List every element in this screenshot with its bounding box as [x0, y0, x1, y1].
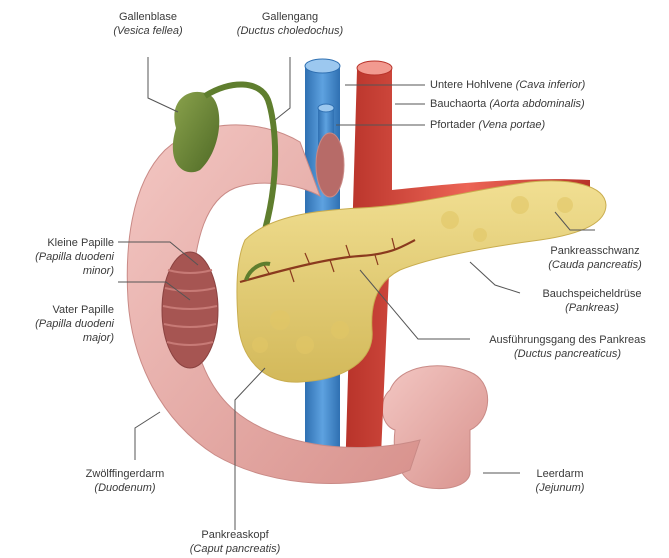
label-gallengang-latin: (Ductus choledochus)	[210, 24, 370, 38]
leader-gallenblase	[148, 57, 178, 112]
leader-duodenum	[135, 412, 160, 460]
label-druese-name: Bauchspeicheldrüse	[522, 287, 662, 301]
label-gallenblase-name: Gallenblase	[98, 10, 198, 24]
label-jejunum-name: Leerdarm	[510, 467, 610, 481]
label-vater-papille-name: Vater Papille	[8, 303, 114, 317]
label-gang-latin: (Ductus pancreaticus)	[470, 347, 665, 361]
label-vater-papille-latin1: (Papilla duodeni	[8, 317, 114, 331]
leader-druese	[470, 262, 520, 293]
label-pfortader-latin: (Vena portae)	[478, 119, 545, 131]
label-schwanz-latin: (Cauda pancreatis)	[530, 258, 660, 272]
label-pfortader: Pfortader (Vena portae)	[430, 118, 545, 132]
label-duodenum-name: Zwölffingerdarm	[60, 467, 190, 481]
label-druese: Bauchspeicheldrüse (Pankreas)	[522, 287, 662, 315]
label-gallengang: Gallengang (Ductus choledochus)	[210, 10, 370, 38]
label-druese-latin: (Pankreas)	[522, 301, 662, 315]
label-gang-name: Ausführungsgang des Pankreas	[470, 333, 665, 347]
label-hohlvene-name: Untere Hohlvene	[430, 79, 513, 91]
label-aorta-latin: (Aorta abdominalis)	[489, 98, 584, 110]
label-duodenum: Zwölffingerdarm (Duodenum)	[60, 467, 190, 495]
label-vater-papille-latin2: major)	[8, 331, 114, 345]
duodenum-opening	[316, 133, 344, 197]
label-gallengang-name: Gallengang	[210, 10, 370, 24]
label-hohlvene: Untere Hohlvene (Cava inferior)	[430, 78, 585, 92]
label-aorta: Bauchaorta (Aorta abdominalis)	[430, 97, 585, 111]
label-schwanz: Pankreasschwanz (Cauda pancreatis)	[530, 244, 660, 272]
label-jejunum-latin: (Jejunum)	[510, 481, 610, 495]
label-kleine-papille-latin1: (Papilla duodeni	[8, 250, 114, 264]
label-gang: Ausführungsgang des Pankreas (Ductus pan…	[470, 333, 665, 361]
leader-gallengang	[275, 57, 290, 120]
label-pfortader-name: Pfortader	[430, 119, 475, 131]
label-kleine-papille: Kleine Papille (Papilla duodeni minor)	[8, 236, 114, 278]
label-jejunum: Leerdarm (Jejunum)	[510, 467, 610, 495]
label-schwanz-name: Pankreasschwanz	[530, 244, 660, 258]
label-kleine-papille-latin2: minor)	[8, 264, 114, 278]
label-kopf-latin: (Caput pancreatis)	[170, 542, 300, 556]
label-aorta-name: Bauchaorta	[430, 98, 486, 110]
label-duodenum-latin: (Duodenum)	[60, 481, 190, 495]
label-vater-papille: Vater Papille (Papilla duodeni major)	[8, 303, 114, 345]
label-gallenblase: Gallenblase (Vesica fellea)	[98, 10, 198, 38]
label-hohlvene-latin: (Cava inferior)	[516, 79, 586, 91]
label-kleine-papille-name: Kleine Papille	[8, 236, 114, 250]
label-kopf-name: Pankreaskopf	[170, 528, 300, 542]
label-kopf: Pankreaskopf (Caput pancreatis)	[170, 528, 300, 556]
label-gallenblase-latin: (Vesica fellea)	[98, 24, 198, 38]
